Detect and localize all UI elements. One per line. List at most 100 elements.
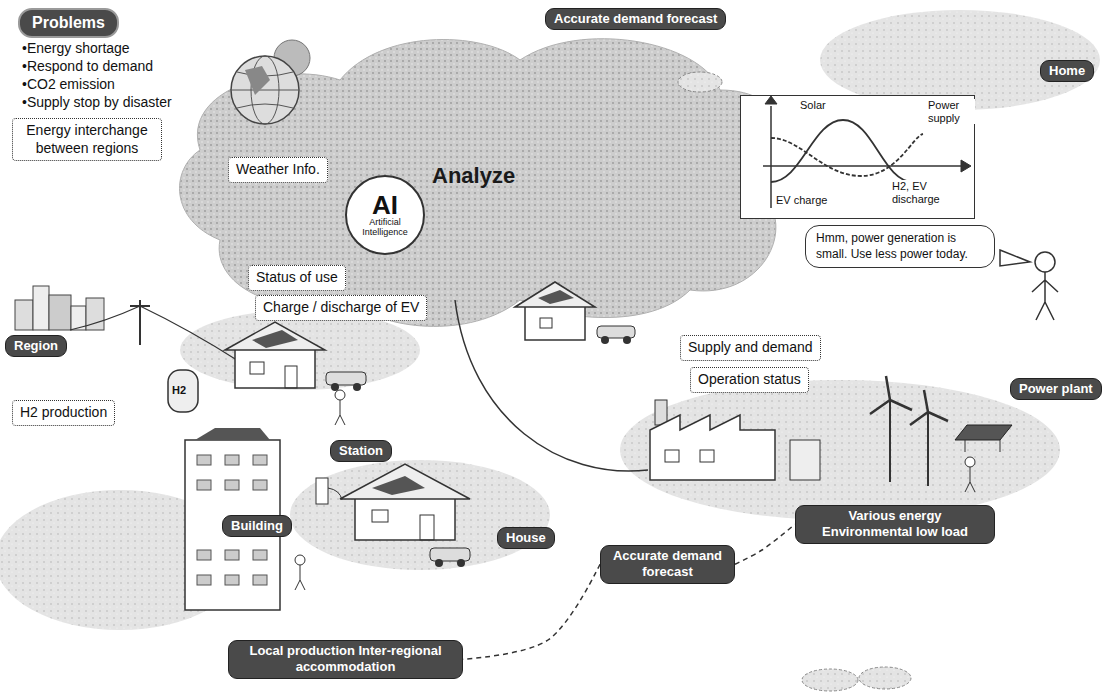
ev-charger <box>328 488 342 500</box>
place-label: Power plant <box>1010 378 1102 400</box>
office-building <box>197 455 211 465</box>
energy-cable <box>455 300 648 471</box>
solar-panel <box>965 440 966 452</box>
node-text: Artificial Intelligence <box>352 218 418 238</box>
house-icon <box>420 515 434 540</box>
chart-axis <box>961 160 971 172</box>
node-text: Status of use <box>256 269 338 287</box>
banner-label: Accurate demand forecast <box>600 545 735 584</box>
factory-icon <box>790 440 820 480</box>
city-skyline <box>33 286 49 330</box>
factory-icon <box>700 450 714 462</box>
heading-pill: Problems <box>18 8 119 38</box>
ev-car <box>326 372 366 385</box>
node-text: Building <box>231 518 283 534</box>
house-icon <box>340 464 470 499</box>
node-text: Supply and demand <box>688 339 813 357</box>
node-text: Power plant <box>1019 381 1093 397</box>
office-building <box>225 455 239 465</box>
node-text: AI <box>372 192 398 218</box>
ground-patch <box>180 310 420 390</box>
node-text: Charge / discharge of EV <box>263 299 419 317</box>
node-text: Region <box>14 338 58 354</box>
house-icon <box>515 282 595 307</box>
house-icon <box>252 330 298 348</box>
office-building <box>225 550 239 560</box>
banner-label: Accurate demand forecast <box>545 8 726 30</box>
node-text: Hmm, power generation is small. Use less… <box>816 231 984 262</box>
place-label: Home <box>1040 60 1094 82</box>
node-text: Accurate demand forecast <box>554 11 717 27</box>
node-text: Accurate demand forecast <box>609 548 726 581</box>
office-building <box>197 480 211 490</box>
house-icon <box>355 497 455 540</box>
info-box: H2 production <box>12 400 115 426</box>
energy-cable <box>455 300 648 471</box>
chart-axis <box>765 96 777 104</box>
banner-label: Local production Inter-regional accommod… <box>228 640 463 679</box>
person-figure <box>295 565 305 590</box>
analysis-cloud <box>180 39 784 327</box>
node-text: H2 production <box>20 404 107 422</box>
person-figure <box>965 467 975 492</box>
person-figure <box>1032 272 1058 320</box>
ground-patch <box>0 10 1100 630</box>
node-text: Various energy Environmental low load <box>804 508 986 541</box>
speech-bubble: Hmm, power generation is small. Use less… <box>805 225 995 268</box>
ev-car <box>623 336 631 344</box>
ground-patch <box>290 460 550 570</box>
house-icon <box>225 322 325 350</box>
house-icon <box>372 476 425 495</box>
power-line <box>70 306 240 362</box>
factory-icon <box>650 415 775 480</box>
ev-car <box>331 383 339 391</box>
hydrogen-tank <box>168 370 198 412</box>
globe-icon <box>245 66 270 95</box>
node-text: H2, EV discharge <box>891 180 973 205</box>
factory-icon <box>650 400 820 480</box>
ev-charger <box>316 478 328 504</box>
ev-car <box>457 559 465 567</box>
node-text: House <box>506 530 546 546</box>
ev-car <box>435 559 443 567</box>
node-text: Energy interchange between regions <box>20 122 154 157</box>
house-icon <box>372 510 388 522</box>
note-label: •Supply stop by disaster <box>22 94 172 111</box>
globe-icon <box>231 40 310 124</box>
dashed-connector <box>735 524 795 564</box>
office-building <box>253 550 267 560</box>
office-building <box>253 575 267 585</box>
chart-axis <box>770 106 772 208</box>
ev-car <box>353 383 361 391</box>
house-icon <box>540 318 552 328</box>
place-label: Station <box>330 440 392 462</box>
speech-tail <box>1000 250 1030 266</box>
solar-panel <box>1000 440 1001 452</box>
office-building <box>225 480 239 490</box>
office-building <box>253 480 267 490</box>
hydrogen-tank <box>168 370 198 412</box>
person-figure <box>965 457 975 467</box>
globe-icon <box>231 56 299 124</box>
node-text: EV charge <box>775 194 828 207</box>
info-box: Weather Info. <box>228 157 328 183</box>
solar-panel <box>955 425 1012 452</box>
node-text: Solar <box>799 99 827 112</box>
city-skyline <box>15 286 104 330</box>
chart-axis <box>763 165 963 167</box>
ground-patch <box>620 380 1060 520</box>
factory-icon <box>665 450 679 462</box>
note-label: •CO2 emission <box>22 76 115 93</box>
chart-panel: SolarPower supplyEV chargeH2, EV dischar… <box>740 95 975 219</box>
power-line <box>70 300 240 362</box>
house-icon <box>250 362 264 374</box>
node-text: Operation status <box>698 371 801 389</box>
house-icon <box>235 348 315 388</box>
node-text: Weather Info. <box>236 161 320 179</box>
office-building <box>225 575 239 585</box>
city-skyline <box>49 295 71 330</box>
small-cloud <box>678 72 722 92</box>
person-figure <box>1035 252 1055 272</box>
office-building <box>195 428 270 440</box>
